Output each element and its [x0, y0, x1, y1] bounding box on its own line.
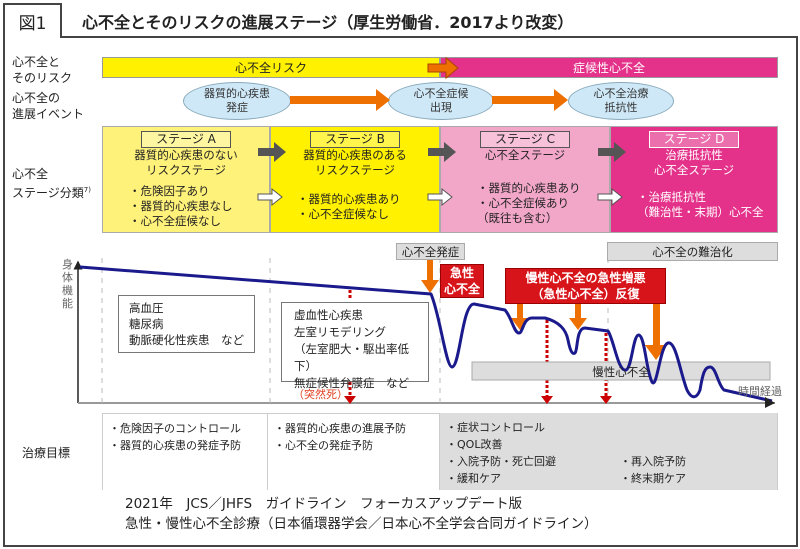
symptomatic-bar: 症候性心不全: [440, 57, 778, 78]
refractory-label: 心不全の難治化: [607, 242, 778, 261]
row-label-events: 心不全の進展イベント: [12, 91, 85, 121]
figure-frame: [3, 36, 798, 547]
sudden-death-label: （突然死）: [293, 388, 348, 401]
stage-c: ステージ C 心不全ステージ ・器質的心疾患あり・心不全症候あり（既往も含む）: [440, 126, 610, 233]
exacerbation-arrow: [645, 303, 667, 360]
hollow-arrow: [597, 187, 623, 207]
stage-arrow: [258, 142, 286, 162]
stage-a: ステージ A 器質的心疾患のないリスクステージ ・危険因子あり・器質的心疾患なし…: [102, 126, 270, 233]
onset-arrow: [421, 259, 439, 293]
exacerbation-arrow: [569, 303, 587, 330]
goal-stage-cd: ・症状コントロール・QOL改善・入院予防・死亡回避・緩和ケア ・再入院予防・終末…: [440, 413, 778, 490]
y-axis-label: 身体機能: [62, 258, 73, 310]
sudden-death-arrowhead: [344, 396, 356, 404]
chronic-hf-label: 慢性心不全: [592, 365, 650, 379]
stage-arrows: [258, 142, 626, 162]
sudden-death-arrowhead: [541, 396, 553, 404]
acute-hf-label: 急性心不全: [440, 264, 484, 298]
footer-source: 2021年 JCS／JHFS ガイドライン フォーカスアップデート版急性・慢性心…: [125, 496, 598, 532]
hollow-arrow: [257, 187, 283, 207]
row-label-goals: 治療目標: [22, 446, 71, 460]
x-axis-label: 時間経過: [738, 385, 782, 398]
sudden-death-arrowhead: [600, 396, 612, 404]
stage-arrow: [598, 142, 626, 162]
risk-bar: 心不全リスク: [102, 57, 440, 78]
event-ellipse: 心不全症候出現: [388, 82, 494, 120]
onset-label: 心不全発症: [396, 243, 465, 260]
event-ellipse: 器質的心疾患発症: [183, 82, 291, 120]
event-ellipse: 心不全治療抵抗性: [568, 82, 674, 120]
row-label-risk: 心不全とそのリスク: [12, 55, 73, 85]
x-axis-arrowhead: [765, 397, 775, 408]
row-label-stages: 心不全ステージ分類7): [12, 167, 91, 200]
stage-d: ステージ D 治療抵抗性心不全ステージ ・治療抵抗性（難治性・末期）心不全: [610, 126, 778, 233]
stage-hollow-arrows: [257, 187, 623, 207]
goal-stage-a: ・危険因子のコントロール・器質的心疾患の発症予防: [102, 413, 268, 490]
stage-b: ステージ B 器質的心疾患のあるリスクステージ ・器質的心疾患あり・心不全症候な…: [270, 126, 440, 233]
risk-transition-arrow: [427, 56, 459, 80]
goal-stage-b: ・器質的心疾患の進展予防・心不全の発症予防: [268, 413, 440, 490]
stage-arrow: [428, 142, 456, 162]
figure-label: 図1: [3, 3, 62, 38]
structural-disease-box: 虚血性心疾患左室リモデリング（左室肥大・駆出率低下）無症候性弁膜症 など: [281, 302, 429, 390]
event-arrow: [492, 89, 568, 111]
chronic-bar-bg: [471, 361, 771, 381]
event-arrow: [290, 89, 390, 111]
hollow-arrow: [427, 187, 453, 207]
physical-function-curve: [79, 265, 773, 403]
risk-factors-box: 高血圧糖尿病動脈硬化性疾患 など: [118, 295, 255, 353]
exacerbation-label: 慢性心不全の急性増悪（急性心不全）反復: [505, 268, 666, 304]
figure-title: 心不全とそのリスクの進展ステージ（厚生労働省．2017より改変）: [82, 13, 574, 32]
